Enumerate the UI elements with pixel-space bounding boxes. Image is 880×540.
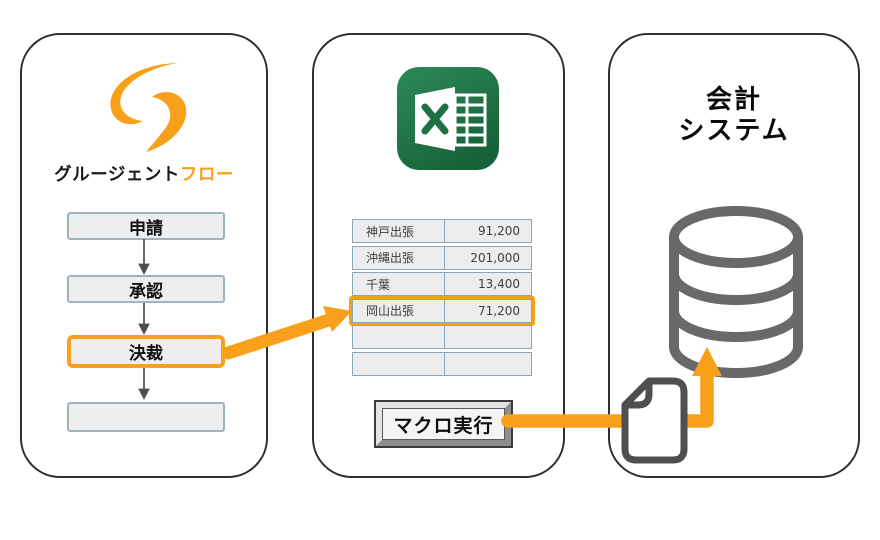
macro-button-label: マクロ実行 xyxy=(382,408,505,440)
table-row-highlighted: 岡山出張 71,200 xyxy=(349,295,535,326)
table-cell-amount: 13,400 xyxy=(444,273,531,295)
table-cell-item: 千葉 xyxy=(366,277,391,292)
flow-step-label: 承認 xyxy=(129,281,163,302)
database-icon xyxy=(658,200,814,392)
table-cell-amount: 201,000 xyxy=(444,246,531,269)
table-row: 神戸出張 91,200 xyxy=(352,219,532,243)
excel-panel: 神戸出張 91,200 沖縄出張 201,000 千葉 13,400 岡山出張 … xyxy=(312,33,565,478)
flow-step-shinsei: 申請 xyxy=(67,212,225,240)
brand-title-orange: フロー xyxy=(179,165,234,185)
gluegent-flow-logo-icon xyxy=(98,60,193,155)
brand-title: グルージェントフロー xyxy=(22,161,266,186)
expense-table: 神戸出張 91,200 沖縄出張 201,000 千葉 13,400 岡山出張 … xyxy=(349,219,535,378)
table-cell-amount xyxy=(444,326,531,348)
excel-icon xyxy=(397,67,499,170)
macro-button-bevel: マクロ実行 xyxy=(376,402,511,446)
macro-run-button[interactable]: マクロ実行 xyxy=(374,400,513,448)
flow-step-label: 申請 xyxy=(129,218,163,239)
table-row: 沖縄出張 201,000 xyxy=(352,245,532,270)
table-cell-amount: 71,200 xyxy=(444,299,531,322)
table-cell-amount: 91,200 xyxy=(444,220,531,242)
gluegent-flow-panel: グルージェントフロー 申請 承認 決裁 xyxy=(20,33,268,478)
flow-step-shounin: 承認 xyxy=(67,275,225,303)
table-row xyxy=(352,351,532,376)
brand-title-black: グルージェント xyxy=(54,165,180,185)
table-cell-item: 岡山出張 xyxy=(366,304,415,318)
table-row: 千葉 13,400 xyxy=(352,272,532,296)
flow-step-label: 決裁 xyxy=(129,344,163,364)
accounting-system-panel: 会計 システム xyxy=(608,33,860,478)
table-cell-item: 沖縄出張 xyxy=(366,251,415,265)
title-line-2: システム xyxy=(678,116,790,146)
table-row xyxy=(352,325,532,349)
table-cell-item xyxy=(353,326,444,348)
flow-step-kessai-highlighted: 決裁 xyxy=(67,335,225,368)
table-cell-amount xyxy=(444,352,531,375)
title-line-1: 会計 xyxy=(705,85,762,115)
accounting-system-title: 会計 システム xyxy=(610,85,858,147)
table-cell-item: 神戸出張 xyxy=(366,224,415,239)
table-cell-item xyxy=(353,353,444,375)
flow-step-empty xyxy=(67,402,225,432)
